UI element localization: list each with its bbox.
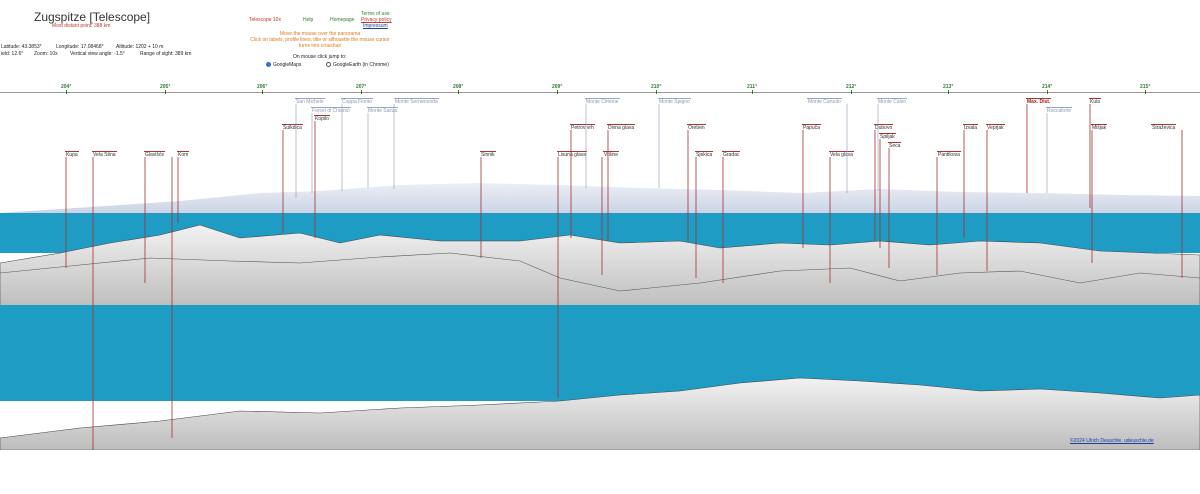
field-of-view: ield: 12.6°	[1, 51, 24, 57]
vertical-view-angle: Vertical view angle: -1.5°	[70, 51, 125, 57]
axis-tick-mark	[948, 90, 949, 94]
peak-label[interactable]: Monte Serramonda	[394, 98, 439, 105]
peak-label[interactable]: Monte Sazza	[367, 107, 399, 114]
jump-label: On mouse click jump to:	[293, 54, 347, 60]
axis-tick-mark	[752, 90, 753, 94]
axis-tick-mark	[1145, 90, 1146, 94]
foreground-hills	[0, 377, 1200, 450]
peak-label[interactable]: Divna glava	[607, 124, 636, 131]
peak-label[interactable]: Spiljak	[879, 133, 896, 140]
peak-label[interactable]: Coppa Fiorito	[341, 98, 374, 105]
peak-label[interactable]: Vela Stina	[92, 151, 117, 158]
peak-label[interactable]: Papuča	[802, 124, 821, 131]
most-distant-point: Most distant point: 388 km	[52, 23, 111, 29]
peak-label[interactable]: Straževica	[1151, 124, 1177, 131]
peak-label[interactable]: Seca	[888, 142, 902, 149]
longitude: Longitude: 17.08468°	[56, 44, 104, 50]
radio-unchecked-icon[interactable]	[326, 62, 331, 68]
peak-label[interactable]: Pantikova	[937, 151, 961, 158]
peak-label[interactable]: Kula	[1089, 98, 1102, 105]
axis-tick-label: 209°	[552, 84, 563, 90]
axis-tick-label: 214°	[1042, 84, 1053, 90]
peak-label[interactable]: Roccaforte	[1046, 107, 1073, 114]
peak-label[interactable]: Kupa	[65, 151, 79, 158]
peak-label[interactable]: Monte Calvo	[877, 98, 908, 105]
axis-tick-label: 212°	[846, 84, 857, 90]
hills-row-1	[0, 224, 1200, 309]
jump-option-googleearth[interactable]: GoogleEarth (in Chrome)	[326, 62, 389, 68]
peak-label[interactable]: Izvala	[963, 124, 979, 131]
peak-label[interactable]: Vršine	[603, 151, 619, 158]
peak-label[interactable]: Monte Cimone	[585, 98, 620, 105]
terms-link[interactable]: Terms of use	[361, 11, 390, 17]
peak-label[interactable]: San Michele	[295, 98, 325, 105]
peak-label[interactable]: Kopilo	[314, 115, 330, 122]
peak-label[interactable]: Veprjak	[986, 124, 1005, 131]
peak-label[interactable]: Glavišće	[144, 151, 166, 158]
range-of-sight: Range of sight: 389 km	[140, 51, 192, 57]
peak-label[interactable]: Sinnik	[480, 151, 496, 158]
privacy-link[interactable]: Privacy policy	[361, 17, 392, 23]
page-title[interactable]: Zugspitze [Telescope]	[34, 10, 151, 24]
axis-tick-label: 213°	[943, 84, 954, 90]
peak-label[interactable]: Monte Caruolo	[807, 98, 842, 105]
axis-tick-label: 204°	[61, 84, 72, 90]
sea-lower	[0, 305, 1200, 401]
peak-label[interactable]: Kom	[177, 151, 190, 158]
altitude: Altitude: 1202 + 10 m	[116, 44, 164, 50]
axis-tick-mark	[458, 90, 459, 94]
peak-label[interactable]: Vela glava	[829, 151, 855, 158]
axis-tick-label: 215°	[1140, 84, 1151, 90]
axis-line	[0, 92, 1200, 93]
axis-tick-mark	[262, 90, 263, 94]
peak-label[interactable]: Sjekica	[695, 151, 714, 158]
axis-tick-label: 210°	[651, 84, 662, 90]
peak-label[interactable]: Lisuna glava	[557, 151, 588, 158]
impressum-link[interactable]: Impressum	[363, 23, 388, 29]
peak-label[interactable]: Dubovo	[874, 124, 894, 131]
axis-tick-label: 211°	[747, 84, 758, 90]
zoom: Zoom: 10x	[34, 51, 58, 57]
help-link[interactable]: Help	[303, 17, 314, 23]
axis-tick-label: 206°	[257, 84, 268, 90]
peak-label[interactable]: Sulkdica	[282, 124, 303, 131]
panorama[interactable]	[0, 93, 1200, 450]
copyright-link[interactable]: ©2024 Ulrich Deuschle, udeuschle.de	[1070, 438, 1154, 444]
axis-tick-mark	[851, 90, 852, 94]
axis-tick-label: 208°	[453, 84, 464, 90]
axis-tick-mark	[557, 90, 558, 94]
axis-tick-mark	[1047, 90, 1048, 94]
hint-text: Move the mouse over the panorama Click o…	[250, 31, 390, 49]
latitude: Latitude: 43.3853°	[1, 44, 42, 50]
peak-label[interactable]: Forcel di Chiarsò	[311, 107, 351, 114]
axis-tick-mark	[361, 90, 362, 94]
axis-tick-label: 207°	[356, 84, 367, 90]
radio-checked-icon[interactable]	[266, 62, 271, 68]
axis-tick-mark	[165, 90, 166, 94]
axis-tick-mark	[656, 90, 657, 94]
peak-label[interactable]: Monte Spigno	[658, 98, 691, 105]
axis-tick-label: 205°	[160, 84, 171, 90]
peak-label[interactable]: Oreben	[687, 124, 706, 131]
jump-option-googlemaps[interactable]: GoogleMaps	[266, 62, 301, 68]
peak-label[interactable]: Petrov vrh	[570, 124, 595, 131]
peak-label-max-dist[interactable]: Max. Dist.	[1026, 98, 1052, 105]
axis-tick-mark	[66, 90, 67, 94]
distant-mountains	[0, 183, 1200, 215]
peak-label[interactable]: Mišjak	[1091, 124, 1108, 131]
homepage-link[interactable]: Homepage	[330, 17, 355, 23]
telescope-link[interactable]: Telescope 10x	[249, 17, 281, 23]
peak-label[interactable]: Gradac	[722, 151, 741, 158]
